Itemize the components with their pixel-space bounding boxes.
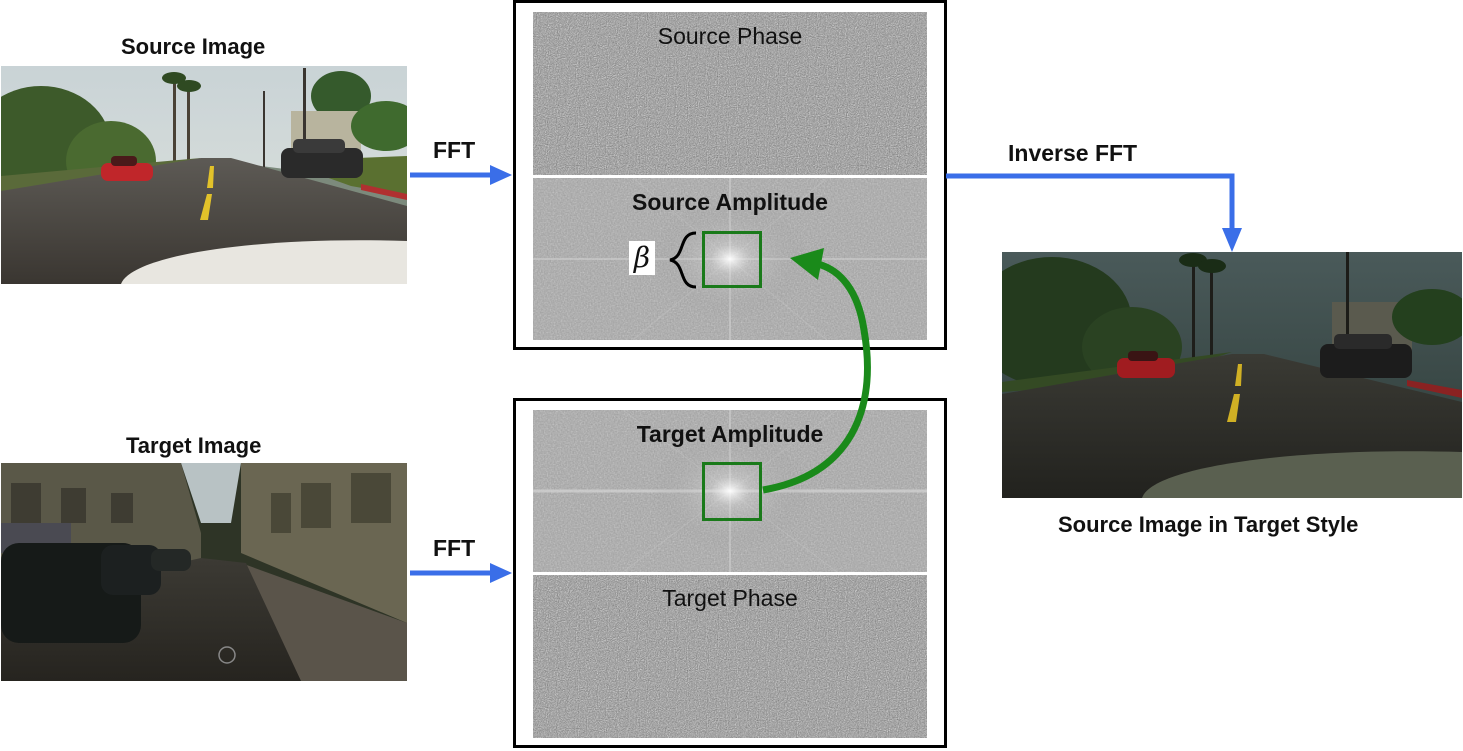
- source-phase-label: Source Phase: [657, 23, 803, 49]
- target-image: [1, 463, 407, 681]
- source-phase-image: [533, 12, 927, 175]
- target-phase-label: Target Phase: [662, 585, 798, 611]
- source-amplitude-label: Source Amplitude: [632, 189, 828, 215]
- beta-symbol: β: [629, 241, 655, 275]
- fft-bottom-arrow: [410, 563, 512, 583]
- fft-bottom-label: FFT: [433, 535, 476, 561]
- result-image-caption: Source Image in Target Style: [1058, 512, 1359, 537]
- source-image-caption: Source Image: [121, 34, 266, 59]
- source-amplitude-image: [533, 178, 927, 340]
- source-spectrum-frame: Source Phase Source Amplitude β: [513, 0, 947, 350]
- source-low-freq-window: [702, 231, 762, 288]
- target-image-caption: Target Image: [126, 433, 262, 458]
- target-low-freq-window: [702, 462, 762, 521]
- target-amplitude-image: [533, 410, 927, 572]
- brace-icon: [669, 231, 697, 289]
- inverse-fft-label: Inverse FFT: [1008, 140, 1138, 166]
- fft-top-arrow: [410, 165, 512, 185]
- target-amplitude-label: Target Amplitude: [636, 421, 824, 447]
- target-phase-image: [533, 575, 927, 738]
- fft-top-label: FFT: [433, 137, 476, 163]
- amplitude-swap-arrow: [762, 248, 871, 494]
- target-spectrum-frame: Target Amplitude Target Phase: [513, 398, 947, 748]
- source-image: [1, 66, 407, 284]
- inverse-fft-arrow: [946, 173, 1242, 252]
- result-image: [1002, 252, 1462, 498]
